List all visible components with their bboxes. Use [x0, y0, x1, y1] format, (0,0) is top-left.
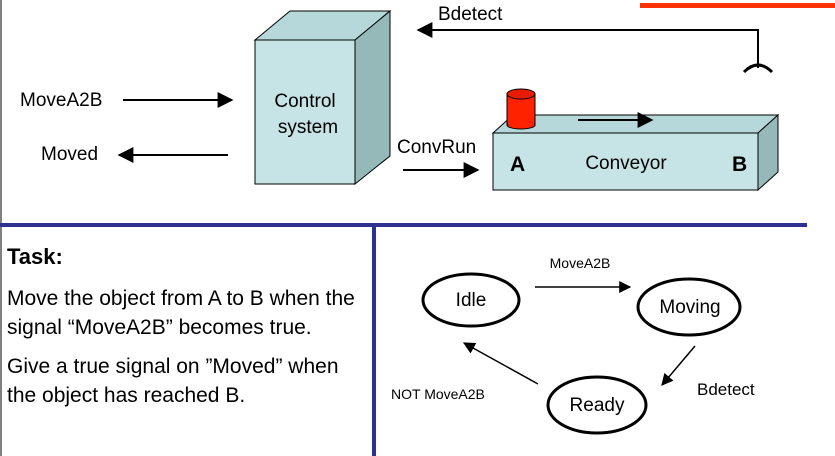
- conveyor-end-a: A: [510, 153, 525, 176]
- transition-moving-ready-arrow: [661, 345, 696, 386]
- state-idle-label: Idle: [456, 290, 487, 311]
- signal-bdetect-label: Bdetect: [438, 4, 503, 25]
- transition-idle-moving-label: MoveA2B: [550, 255, 611, 271]
- task-paragraph-2: Give a true signal on ”Moved” when the o…: [7, 355, 339, 407]
- state-ready: Ready: [546, 375, 648, 435]
- conveyor-end-b: B: [732, 153, 747, 176]
- control-box-label-2: system: [278, 117, 338, 138]
- conveyor-box: A Conveyor B: [491, 113, 780, 192]
- conveyor-label: Conveyor: [585, 153, 667, 174]
- control-box-label-1: Control: [274, 91, 335, 112]
- task-title: Task:: [7, 244, 63, 269]
- state-idle: Idle: [421, 272, 521, 328]
- state-moving-label: Moving: [659, 297, 720, 318]
- transition-ready-idle-arrow: [462, 342, 539, 385]
- signal-moved-label: Moved: [41, 144, 98, 165]
- signal-movea2b-label: MoveA2B: [20, 90, 102, 111]
- task-panel: Task: Move the object from A to B when t…: [7, 244, 367, 420]
- object-cylinder: [506, 88, 536, 130]
- transition-moving-ready-label: Bdetect: [697, 380, 755, 399]
- control-system-box: Control system: [253, 9, 392, 186]
- task-paragraph-1: Move the object from A to B when the sig…: [7, 287, 355, 339]
- signal-convrun-label: ConvRun: [397, 137, 476, 158]
- bdetect-arrow: [416, 22, 759, 68]
- transition-ready-idle-label: NOT MoveA2B: [391, 386, 485, 402]
- sensor-icon: [742, 63, 774, 74]
- red-indicator-bar: [640, 3, 835, 8]
- state-moving: Moving: [636, 277, 742, 337]
- state-ready-label: Ready: [570, 395, 625, 416]
